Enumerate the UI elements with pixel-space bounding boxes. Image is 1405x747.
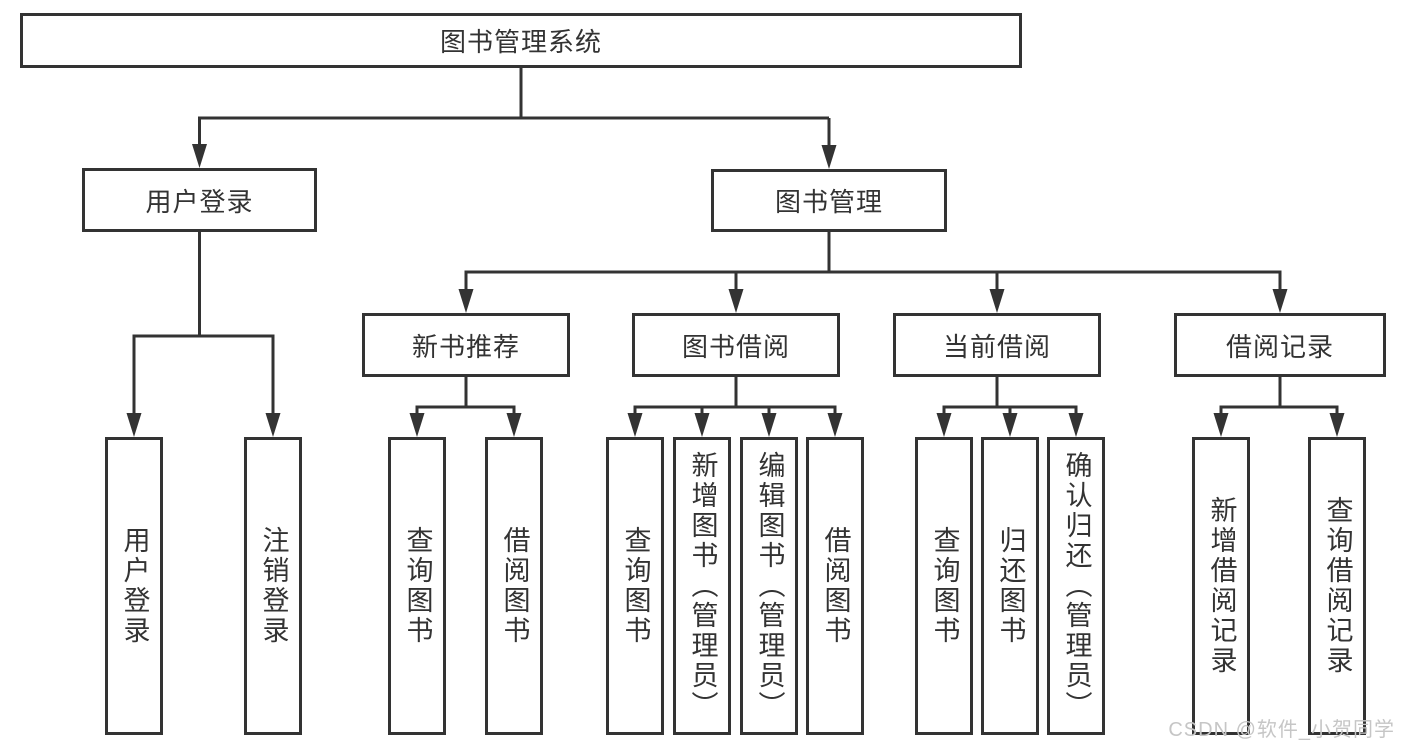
leaf-add-books-admin: 新增图书（管理员） xyxy=(673,437,731,735)
leaf-label: 借阅图书 xyxy=(499,526,530,646)
node-user-login: 用户登录 xyxy=(82,168,317,232)
csdn-watermark: CSDN @软件_小贺同学 xyxy=(1168,719,1395,741)
leaf-label: 借阅图书 xyxy=(820,526,851,646)
leaf-label: 编辑图书（管理员） xyxy=(754,451,785,721)
leaf-label: 确认归还（管理员） xyxy=(1061,451,1092,721)
leaf-query-books-current: 查询图书 xyxy=(915,437,973,735)
node-book-management: 图书管理 xyxy=(711,169,947,232)
connector-new-book-group xyxy=(409,377,522,437)
leaf-borrow-books: 借阅图书 xyxy=(806,437,864,735)
node-root-system: 图书管理系统 xyxy=(20,13,1022,68)
leaf-confirm-return-admin: 确认归还（管理员） xyxy=(1047,437,1105,735)
node-book-borrow: 图书借阅 xyxy=(632,313,840,377)
leaf-query-books-borrow: 查询图书 xyxy=(606,437,664,735)
leaf-label: 查询图书 xyxy=(620,526,651,646)
leaf-add-borrow-record: 新增借阅记录 xyxy=(1192,437,1250,735)
leaf-return-books: 归还图书 xyxy=(981,437,1039,735)
leaf-logout: 注销登录 xyxy=(244,437,302,735)
connector-book-borrow-group xyxy=(627,377,843,437)
leaf-label: 用户登录 xyxy=(119,526,150,646)
node-borrow-records: 借阅记录 xyxy=(1174,313,1386,377)
leaf-query-books-recommend: 查询图书 xyxy=(388,437,446,735)
leaf-label: 新增借阅记录 xyxy=(1206,496,1237,676)
connector-book-management-to-level2 xyxy=(458,232,1288,313)
connector-user-login-group xyxy=(126,232,281,437)
leaf-label: 归还图书 xyxy=(995,526,1026,646)
leaf-query-borrow-record: 查询借阅记录 xyxy=(1308,437,1366,735)
leaf-label: 查询图书 xyxy=(402,526,433,646)
leaf-label: 注销登录 xyxy=(258,526,289,646)
leaf-edit-books-admin: 编辑图书（管理员） xyxy=(740,437,798,735)
node-current-borrow: 当前借阅 xyxy=(893,313,1101,377)
leaf-user-login: 用户登录 xyxy=(105,437,163,735)
leaf-borrow-books-recommend: 借阅图书 xyxy=(485,437,543,735)
leaf-label: 新增图书（管理员） xyxy=(687,451,718,721)
leaf-label: 查询图书 xyxy=(929,526,960,646)
node-new-book-recommend: 新书推荐 xyxy=(362,313,570,377)
connector-current-borrow-group xyxy=(936,377,1084,437)
leaf-label: 查询借阅记录 xyxy=(1322,496,1353,676)
connector-root-to-level1 xyxy=(192,68,837,169)
connector-borrow-records-group xyxy=(1213,377,1345,437)
